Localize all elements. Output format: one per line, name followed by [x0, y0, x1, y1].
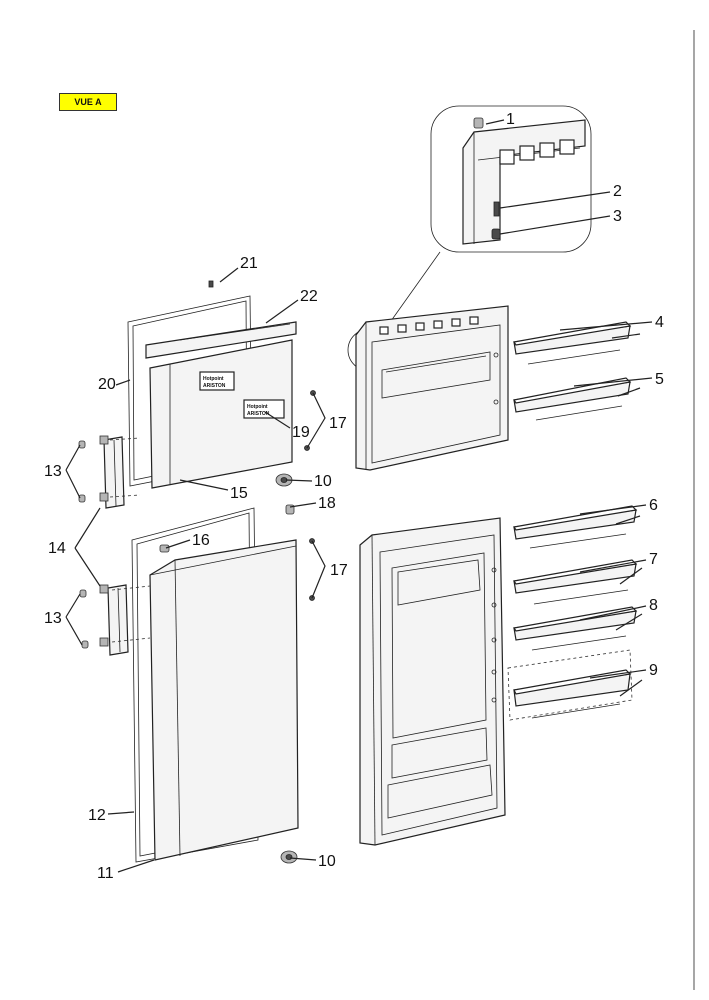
handle-screw-lower-bottom: [99, 637, 109, 647]
callout-2: 2: [613, 183, 622, 200]
handle-upper: [78, 435, 141, 509]
callout-9: 9: [649, 662, 658, 679]
fridge-door: [131, 507, 299, 863]
freezer-door: Hotpoint ARISTON Hotpoint ARISTON: [127, 280, 297, 489]
gasket-part-12: [131, 507, 259, 863]
cap-13-upper-b: [78, 494, 86, 503]
detail-frame: [430, 105, 592, 253]
callout-13-upper: 13: [44, 463, 62, 480]
callout-19: 19: [292, 424, 310, 441]
view-a-badge: VUE A: [59, 93, 117, 111]
callout-3: 3: [613, 208, 622, 225]
callout-5: 5: [655, 371, 664, 388]
callout-14: 14: [48, 540, 66, 557]
callout-6: 6: [649, 497, 658, 514]
bushing-part-3: [491, 228, 501, 240]
handle-screw-lower-top: [99, 584, 109, 594]
callout-10-lower: 10: [318, 853, 336, 870]
callout-15: 15: [230, 485, 248, 502]
screw-part-21: [208, 280, 214, 288]
callout-17-lower: 17: [330, 562, 348, 579]
callout-labels: 1 2 3 4 5 6 7 8 9 10 10 11 12 13 13 14 1…: [44, 111, 664, 882]
door-panel-part-15: [149, 339, 293, 489]
screws-part-17: [304, 390, 316, 601]
brand-sub-badge: ARISTON: [247, 411, 270, 417]
callout-21: 21: [240, 255, 258, 272]
brand-logo-upper: Hotpoint ARISTON: [199, 371, 235, 391]
callout-10-upper: 10: [314, 473, 332, 490]
detail-door-corner: [462, 119, 586, 245]
plug-part-1: [473, 117, 484, 129]
shelf-part-7: [512, 559, 638, 605]
hinge-part-10-upper: [275, 473, 293, 487]
shelf-part-5: [513, 377, 632, 421]
shelf-part-8: [512, 606, 638, 651]
callout-7: 7: [649, 551, 658, 568]
top-strip-part-22: [145, 321, 297, 359]
door-panel-part-11: [149, 539, 299, 861]
cap-13-lower-b: [81, 640, 89, 649]
callout-12: 12: [88, 807, 106, 824]
screw-part-2: [493, 201, 500, 217]
callout-20: 20: [98, 376, 116, 393]
hinge-part-10-lower: [280, 850, 298, 864]
cap-13-upper-a: [78, 440, 86, 449]
plug-part-16: [159, 544, 170, 553]
leader-lines: [65, 119, 653, 873]
handle-screw-upper-bottom: [99, 492, 109, 502]
callout-1: 1: [506, 111, 515, 128]
callout-8: 8: [649, 597, 658, 614]
handle-lower: [79, 584, 151, 656]
brand-name-upper: Hotpoint: [203, 376, 224, 382]
brand-badge-part-19: Hotpoint ARISTON: [243, 399, 285, 419]
callout-22: 22: [300, 288, 318, 305]
door-shelves: [507, 321, 638, 721]
callout-18: 18: [318, 495, 336, 512]
freezer-door-liner: [355, 305, 509, 471]
callout-11: 11: [97, 865, 114, 882]
fridge-door-liner: [359, 517, 506, 846]
shelf-part-9: [507, 649, 633, 721]
shelf-part-6: [512, 505, 638, 549]
callout-17-upper: 17: [329, 415, 347, 432]
callout-13-lower: 13: [44, 610, 62, 627]
cap-13-lower-a: [79, 589, 87, 598]
handle-screw-upper-top: [99, 435, 109, 445]
callout-16: 16: [192, 532, 210, 549]
callout-4: 4: [655, 314, 664, 331]
shelf-part-4: [512, 321, 632, 365]
brand-name-badge: Hotpoint: [247, 404, 268, 410]
brand-sub-upper: ARISTON: [203, 383, 226, 389]
detail-view: [347, 105, 592, 373]
